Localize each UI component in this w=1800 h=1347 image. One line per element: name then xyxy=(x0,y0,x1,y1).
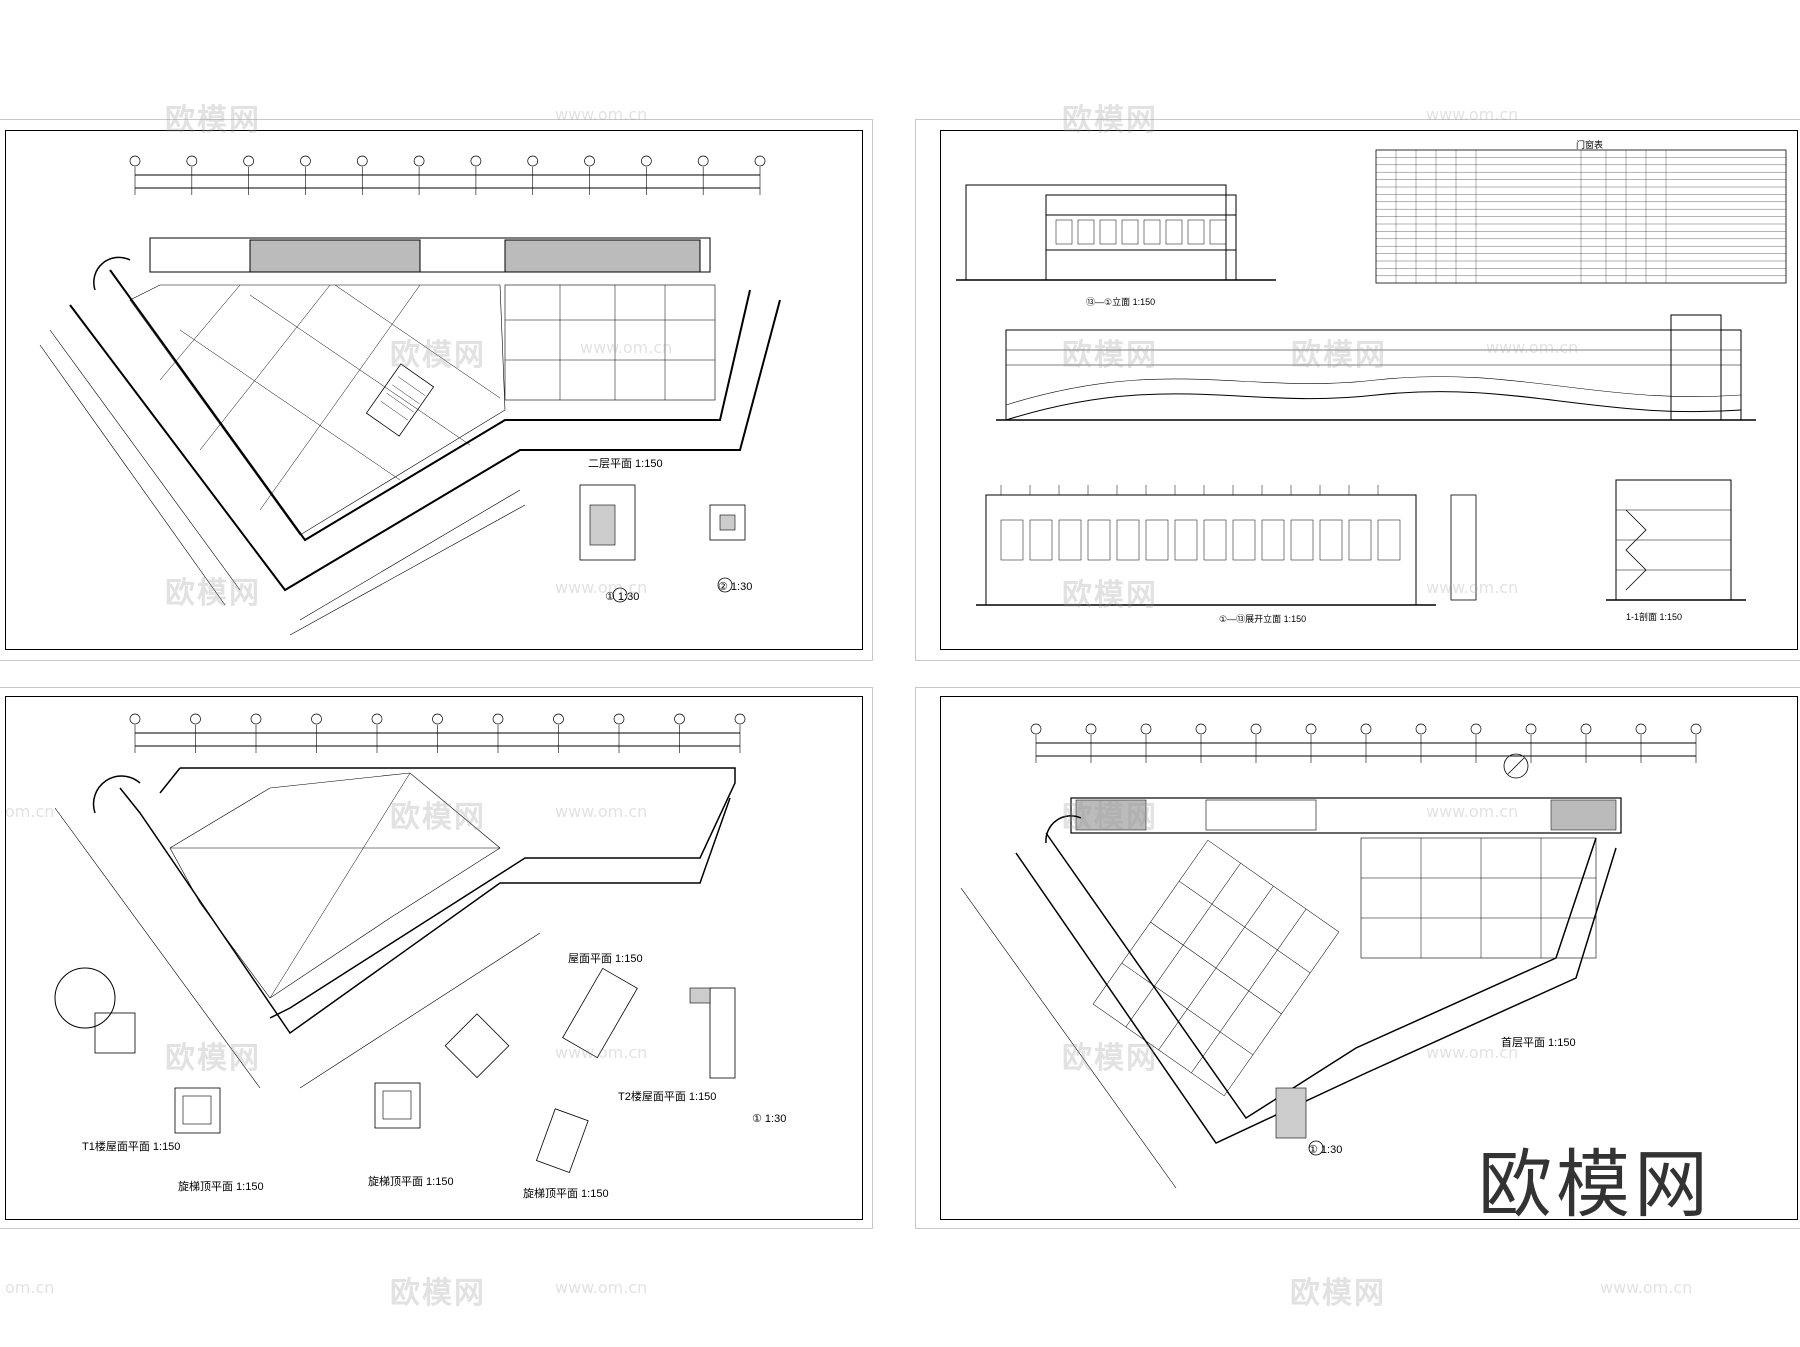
roof-plan-drawing xyxy=(54,713,746,1173)
drawing-sheet-bottom-left: 屋面平面 1:150 T1楼屋面平面 1:150 T2楼屋面平面 1:150 旋… xyxy=(0,688,872,1228)
drawing-title: 首层平面 1:150 xyxy=(1501,1037,1576,1049)
watermark-brand: 欧模网 xyxy=(390,1276,486,1311)
stair-roof-label: 旋梯顶平面 1:150 xyxy=(178,1181,264,1193)
drawing-frame xyxy=(940,130,1798,650)
drawing-title: 屋面平面 1:150 xyxy=(568,953,643,965)
detail-label: ① 1:30 xyxy=(1308,1144,1343,1156)
table-title: 门窗表 xyxy=(1576,140,1604,150)
roof-plan-label: T1楼屋面平面 1:150 xyxy=(82,1141,181,1153)
ground-floor-plan-drawing xyxy=(960,723,1702,1189)
section-label: 1-1剖面 1:150 xyxy=(1626,612,1683,622)
elevation-label: ⑬—①立面 1:150 xyxy=(1086,297,1156,307)
drawing-sheet-top-left: 二层平面 1:150 ① 1:30 ② 1:30 欧模网 www.om.cn 欧… xyxy=(0,103,872,660)
watermark-url: www.om.cn xyxy=(555,1278,648,1297)
drawing-frame xyxy=(5,696,863,1220)
detail-label: ② 1:30 xyxy=(718,581,753,593)
elevation-label: ①—⑬展开立面 1:150 xyxy=(1219,614,1307,624)
drawing-sheet-top-right: 门窗表 ⑬—①立面 1:150 ①—⑬展开立面 1:150 1-1剖面 1:15… xyxy=(916,103,1800,660)
stair-roof-label: 旋梯顶平面 1:150 xyxy=(523,1188,609,1200)
second-floor-plan-drawing xyxy=(39,155,781,636)
watermark-brand: 欧模网 xyxy=(1290,1276,1386,1311)
watermark-url-partial: om.cn xyxy=(5,1278,55,1297)
drawing-title: 二层平面 1:150 xyxy=(588,458,663,470)
roof-plan-label: T2楼屋面平面 1:150 xyxy=(618,1091,717,1103)
watermark-url: www.om.cn xyxy=(1600,1278,1693,1297)
detail-label: ① 1:30 xyxy=(752,1113,787,1125)
elevations-drawing xyxy=(956,149,1787,606)
drawing-sheet-bottom-right: 首层平面 1:150 ① 1:30 欧模网 www.om.cn 欧模网 www.… xyxy=(916,688,1800,1228)
detail-label: ① 1:30 xyxy=(605,591,640,603)
drawing-frame xyxy=(5,130,863,650)
drawing-frame xyxy=(940,696,1798,1220)
stair-roof-label: 旋梯顶平面 1:150 xyxy=(368,1176,454,1188)
